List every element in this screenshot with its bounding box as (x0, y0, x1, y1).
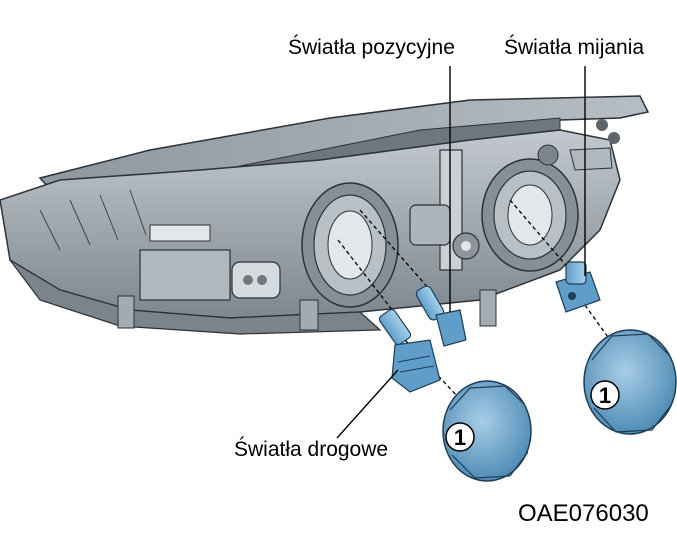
leader-high-beam (336, 369, 399, 439)
callout-1-left-text: 1 (454, 425, 466, 450)
label-position-lights: Światła pozycyjne (288, 36, 455, 59)
callout-1-left: 1 (445, 422, 475, 452)
low-beam-bulb (555, 261, 601, 313)
figure-code: OAE076030 (518, 500, 649, 527)
high-beam-socket (301, 182, 399, 308)
high-beam-bulb (378, 308, 441, 393)
leader-lines (336, 66, 586, 439)
label-low-beam: Światła mijania (504, 36, 645, 59)
dust-cover-left (442, 380, 532, 482)
dust-cover-right (583, 329, 677, 435)
callout-1-right-text: 1 (599, 383, 611, 408)
label-high-beam: Światła drogowe (234, 438, 389, 461)
low-beam-socket (481, 119, 620, 272)
callout-1-right: 1 (590, 380, 620, 410)
position-light-tube (409, 149, 480, 271)
position-light-bulb (415, 285, 467, 347)
